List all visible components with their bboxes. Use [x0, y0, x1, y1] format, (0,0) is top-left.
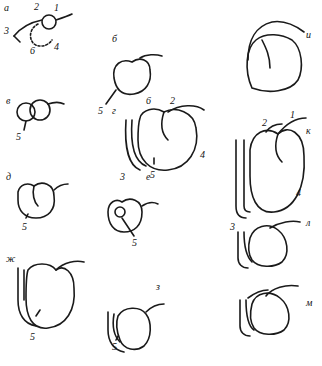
panel-a-drawing: [14, 14, 72, 46]
panel-letter: в: [6, 96, 10, 106]
panel-l-drawing: [238, 221, 300, 268]
panel-letter: б: [112, 34, 117, 44]
panel-k-drawing: [236, 118, 306, 218]
callout-number: 2: [34, 2, 39, 12]
callout-number: 2: [170, 96, 175, 106]
panel-letter: г: [112, 106, 116, 116]
callout-number: 5: [22, 222, 27, 232]
panel-e-drawing: [108, 199, 158, 236]
panel-letter: к: [306, 126, 311, 136]
callout-number: 4: [54, 42, 59, 52]
panel-m-drawing: [240, 285, 298, 336]
panel-letter: л: [306, 218, 310, 228]
callout-number: 1: [54, 3, 59, 13]
callout-number: 5: [98, 106, 103, 116]
panel-v-drawing: [17, 100, 64, 130]
callout-number: 2: [262, 118, 267, 128]
panel-letter: а: [4, 3, 9, 13]
callout-number: 5: [30, 332, 35, 342]
panel-letter: е: [146, 172, 150, 182]
callout-number: 4: [296, 188, 301, 198]
callout-number: 5: [132, 238, 137, 248]
callout-number: 6: [146, 96, 151, 106]
panel-g-drawing: [126, 106, 204, 170]
callout-number: 3: [230, 222, 235, 232]
panel-letter: з: [156, 282, 160, 292]
callout-number: 4: [200, 150, 205, 160]
callout-number: 1: [290, 110, 295, 120]
panel-z-drawing: [108, 304, 164, 352]
callout-number: 5: [150, 170, 155, 180]
panel-d-drawing: [18, 183, 68, 218]
panel-zh-drawing: [18, 261, 84, 328]
panel-letter: и: [306, 30, 311, 40]
panel-letter: м: [306, 298, 312, 308]
callout-number: 5: [112, 342, 117, 352]
panel-i-drawing: [247, 22, 304, 92]
callout-number: 5: [16, 132, 21, 142]
panel-letter: ж: [6, 254, 15, 264]
callout-number: 3: [120, 172, 125, 182]
callout-number: 6: [30, 46, 35, 56]
panel-b-drawing: [106, 55, 162, 104]
panel-letter: д: [6, 172, 11, 182]
callout-number: 3: [4, 26, 9, 36]
